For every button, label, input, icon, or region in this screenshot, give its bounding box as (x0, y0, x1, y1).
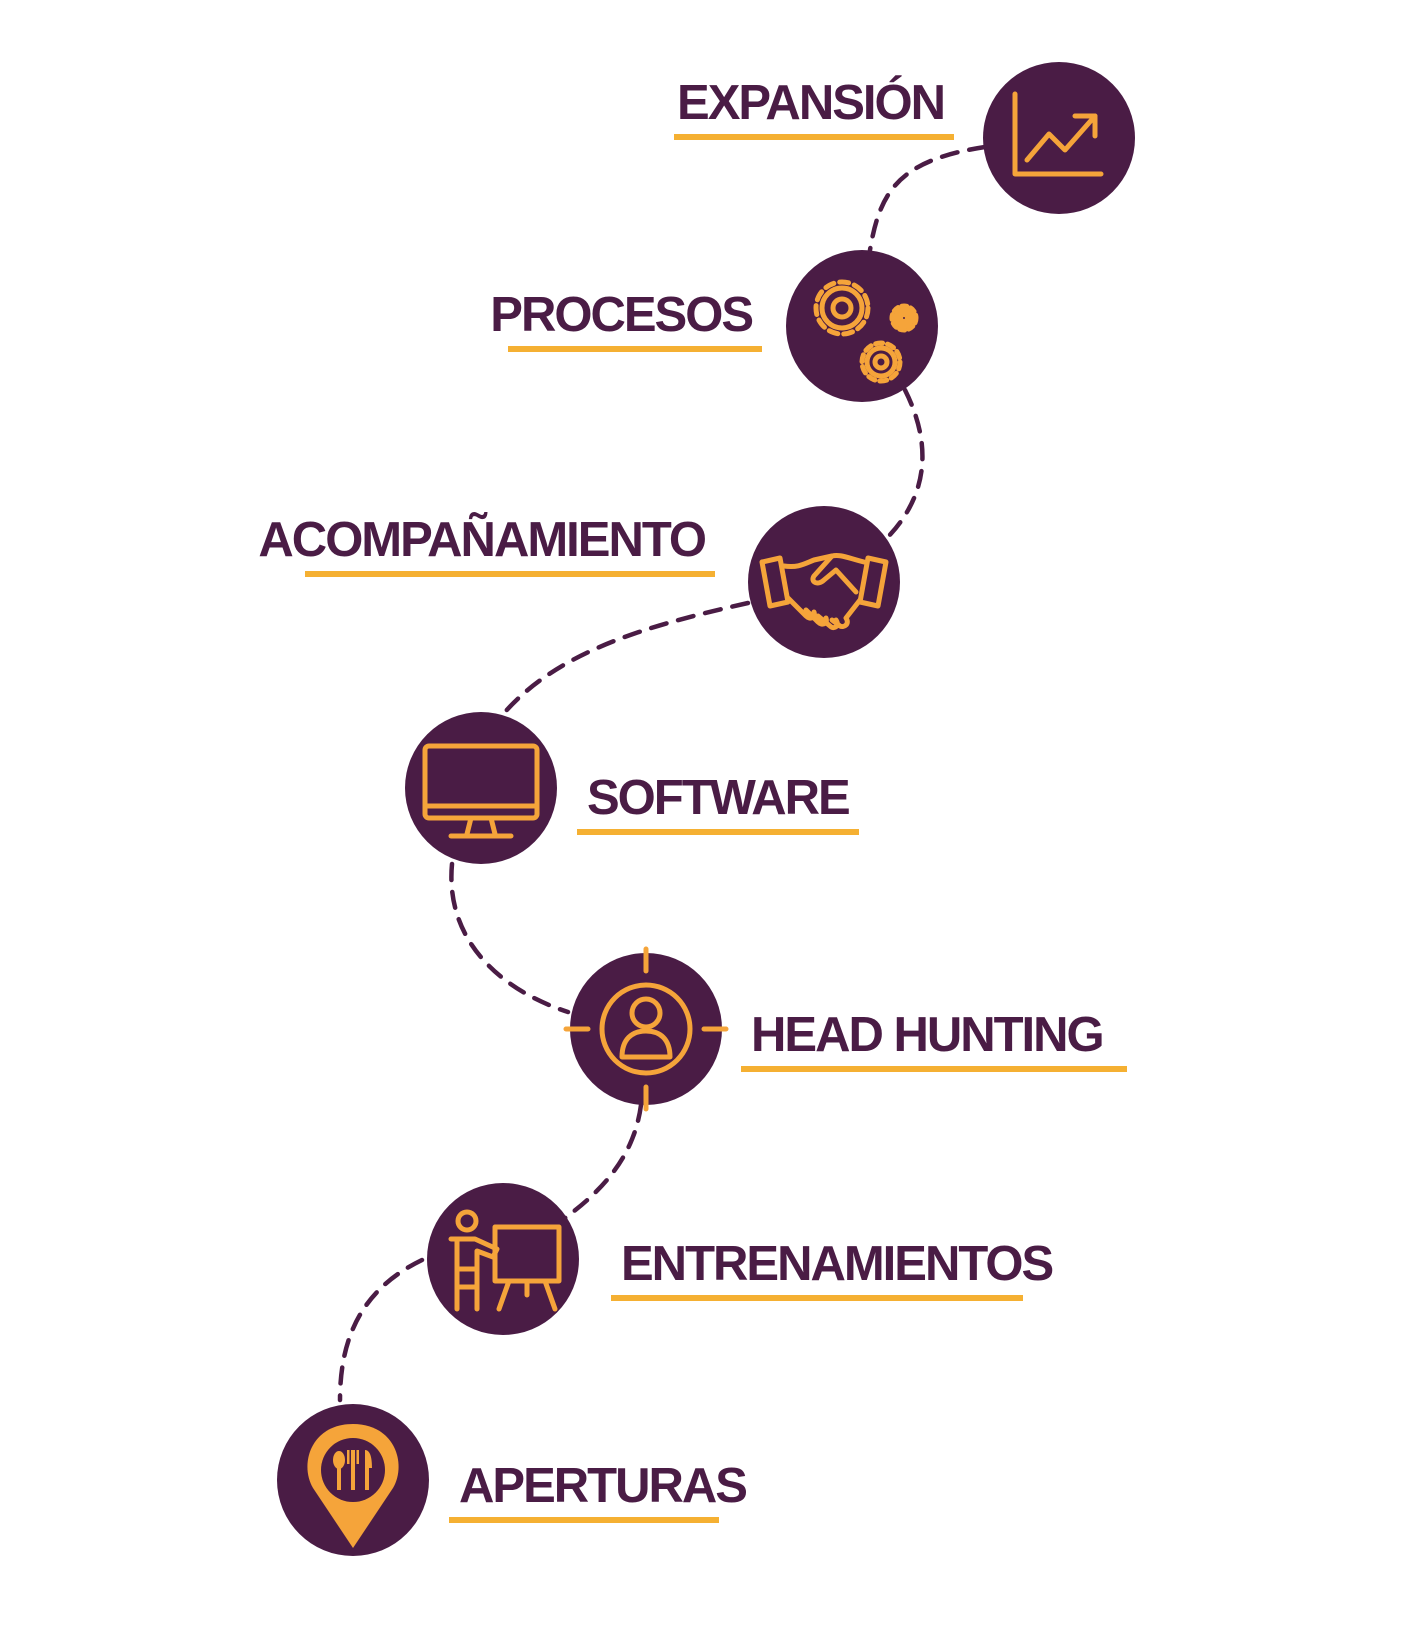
step-node-head-hunting (563, 946, 729, 1112)
step-title: APERTURAS (459, 1459, 748, 1513)
restaurant-location-icon (307, 1424, 399, 1548)
step-title: EXPANSIÓN (677, 76, 946, 130)
step-label-procesos: PROCESOS (490, 288, 762, 352)
step-label-acompanamiento: ACOMPAÑAMIENTO (258, 513, 715, 577)
target-person-icon (563, 946, 729, 1112)
step-title: SOFTWARE (587, 771, 851, 825)
step-node-software (405, 712, 557, 864)
step-label-entrenamientos: ENTRENAMIENTOS (611, 1237, 1054, 1301)
step-node-expansion (983, 62, 1135, 214)
step-label-software: SOFTWARE (577, 771, 859, 835)
step-title: ENTRENAMIENTOS (621, 1237, 1054, 1291)
step-node-acompanamiento (748, 506, 900, 658)
step-title: ACOMPAÑAMIENTO (258, 513, 707, 567)
step-label-head-hunting: HEAD HUNTING (741, 1008, 1127, 1072)
handshake-icon (759, 553, 889, 631)
gears-icon (813, 279, 919, 384)
step-node-entrenamientos (427, 1183, 579, 1335)
step-label-expansion: EXPANSIÓN (674, 76, 954, 140)
step-title: HEAD HUNTING (751, 1008, 1105, 1062)
step-label-aperturas: APERTURAS (449, 1459, 748, 1523)
chart-growth-icon (1012, 91, 1104, 177)
step-node-aperturas (277, 1404, 429, 1556)
step-node-procesos (786, 250, 938, 402)
monitor-icon (422, 743, 540, 839)
step-title: PROCESOS (490, 288, 754, 342)
presentation-icon (448, 1209, 562, 1312)
